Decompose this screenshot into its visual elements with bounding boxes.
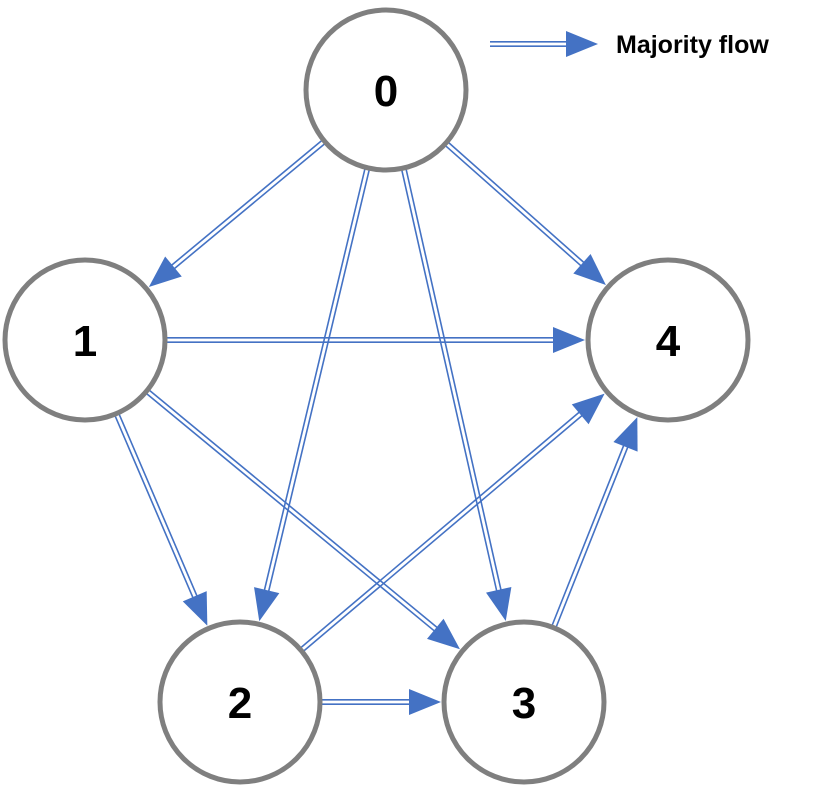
edge-3-4 (551, 417, 638, 627)
edge-line (401, 170, 498, 593)
edge-line (114, 415, 195, 600)
double-arrow-icon (490, 31, 598, 57)
node-2: 2 (157, 619, 323, 785)
node-circle (585, 257, 751, 423)
nodes-layer: 0 1 2 3 4 (2, 7, 751, 785)
edge-1-3 (146, 389, 460, 650)
node-circle (303, 7, 469, 173)
node-3: 3 (441, 619, 607, 785)
arrowhead (254, 587, 280, 622)
edge-line (149, 389, 439, 630)
node-circle (441, 619, 607, 785)
node-label: 1 (73, 317, 97, 366)
node-label: 3 (512, 679, 536, 728)
node-1: 1 (2, 257, 168, 423)
arrowhead (553, 327, 585, 353)
edge-line (448, 142, 586, 264)
edge-line (118, 414, 199, 598)
node-label: 0 (374, 67, 398, 116)
edge-2-4 (300, 393, 605, 652)
node-4: 4 (585, 257, 751, 423)
edge-line (303, 414, 584, 652)
legend: Majority flow (490, 31, 769, 59)
edge-line (551, 443, 625, 626)
edge-0-1 (148, 140, 325, 287)
edge-line (267, 170, 370, 593)
arrowhead (566, 31, 598, 57)
edge-line (146, 393, 436, 633)
edge-1-2 (114, 414, 208, 626)
edge-0-4 (445, 142, 606, 285)
node-circle (2, 257, 168, 423)
arrowhead (427, 618, 460, 650)
edge-line (300, 410, 581, 648)
edge-line (263, 169, 366, 592)
legend-arrow (490, 31, 598, 57)
arrowhead (571, 393, 605, 425)
edge-line (445, 145, 583, 268)
edge-0-2 (254, 169, 370, 622)
arrowhead (409, 689, 441, 715)
node-circle (157, 619, 323, 785)
arrowhead (148, 256, 182, 287)
arrowhead (613, 417, 638, 452)
edge-1-4 (167, 327, 585, 353)
edge-line (555, 445, 630, 627)
legend-label: Majority flow (616, 31, 769, 59)
arrowhead (486, 586, 512, 622)
edges-layer (114, 140, 638, 715)
node-0: 0 (303, 7, 469, 173)
arrowhead (573, 253, 606, 285)
edge-line (170, 140, 323, 267)
edge-0-3 (401, 169, 512, 622)
node-label: 4 (656, 317, 681, 366)
edge-2-3 (322, 689, 441, 715)
arrowhead (182, 591, 208, 626)
node-label: 2 (228, 679, 252, 728)
edge-line (405, 169, 503, 592)
edge-line (172, 143, 325, 271)
